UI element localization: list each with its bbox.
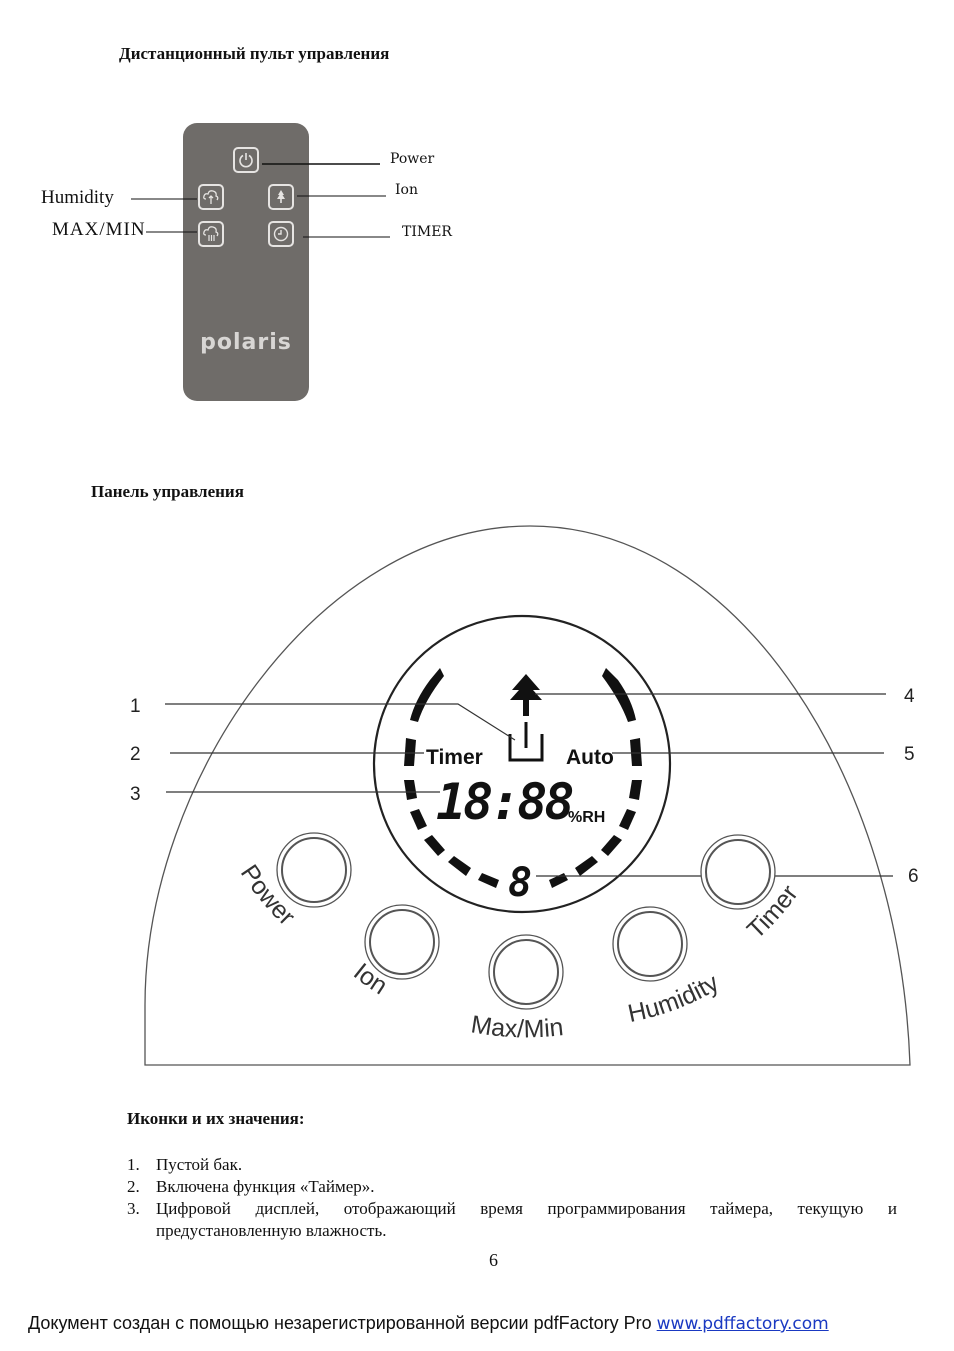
maxmin-icon: [203, 226, 219, 241]
panel-maxmin-button[interactable]: [488, 934, 564, 1010]
list-item-1-number: 1.: [127, 1155, 140, 1174]
power-icon: [239, 153, 253, 168]
callout-3: 3: [130, 784, 141, 805]
list-item-2-number: 2.: [127, 1177, 140, 1196]
right-bar-segments: [549, 668, 642, 888]
left-bar-segments: [404, 668, 499, 888]
remote-power-button[interactable]: [233, 147, 259, 173]
footer-link[interactable]: www.pdffactory.com: [656, 1314, 829, 1334]
icons-heading: Иконки и их значения:: [127, 1109, 305, 1128]
remote-timer-button[interactable]: [268, 221, 294, 247]
remote-ion-button[interactable]: [268, 184, 294, 210]
panel-ion-button[interactable]: [364, 904, 440, 980]
panel-timer-button[interactable]: [700, 834, 776, 910]
display-timer-label: Timer: [426, 746, 483, 769]
list-item-2-text: Включена функция «Таймер».: [156, 1177, 375, 1196]
remote-maxmin-button[interactable]: [198, 221, 224, 247]
control-panel-diagram: Timer Auto 18:88 %RH 8 1 2 3 4 5 6: [130, 525, 919, 1066]
timer-clock-icon: [273, 226, 289, 242]
remote-label-humidity: Humidity: [41, 187, 114, 208]
display-auto-label: Auto: [566, 746, 614, 769]
panel-power-button[interactable]: [276, 832, 352, 908]
remote-control: polaris: [183, 123, 309, 401]
remote-label-maxmin: MAX/MIN: [52, 219, 146, 240]
remote-humidity-button[interactable]: [198, 184, 224, 210]
ion-tree-icon: [277, 190, 285, 203]
list-item-1-text: Пустой бак.: [156, 1155, 243, 1174]
remote-label-ion: Ion: [395, 182, 418, 198]
callout-5: 5: [904, 744, 915, 765]
display-small-digit: 8: [508, 860, 532, 906]
humidity-icon: [203, 190, 219, 204]
remote-brand-logo: polaris: [200, 330, 292, 355]
remote-heading: Дистанционный пульт управления: [119, 44, 390, 63]
list-item-3-text-continued: предустановленную влажность.: [156, 1221, 387, 1240]
panel-humidity-button[interactable]: [612, 906, 688, 982]
panel-label-maxmin: Max/Min: [469, 1010, 565, 1043]
empty-tank-icon: [508, 722, 544, 762]
remote-leader-lines: [131, 163, 390, 238]
callout-2: 2: [130, 744, 141, 765]
footer-text: Документ создан с помощью незарегистриро…: [28, 1313, 657, 1333]
remote-label-timer: TIMER: [402, 224, 452, 240]
list-item-3-text: Цифровой дисплей, отображающий время про…: [156, 1199, 897, 1218]
callout-4: 4: [904, 686, 915, 707]
remote-label-power: Power: [390, 151, 435, 167]
callout-1: 1: [130, 696, 141, 717]
list-item-3-number: 3.: [127, 1199, 140, 1218]
ion-tree-icon: [510, 674, 542, 716]
callout-6: 6: [908, 866, 919, 887]
page-number: 6: [489, 1250, 498, 1270]
footer: Документ создан с помощью незарегистриро…: [28, 1313, 829, 1334]
panel-heading: Панель управления: [91, 482, 244, 501]
display-unit: %RH: [568, 809, 605, 826]
display-main-digits: 18:88: [436, 773, 572, 831]
